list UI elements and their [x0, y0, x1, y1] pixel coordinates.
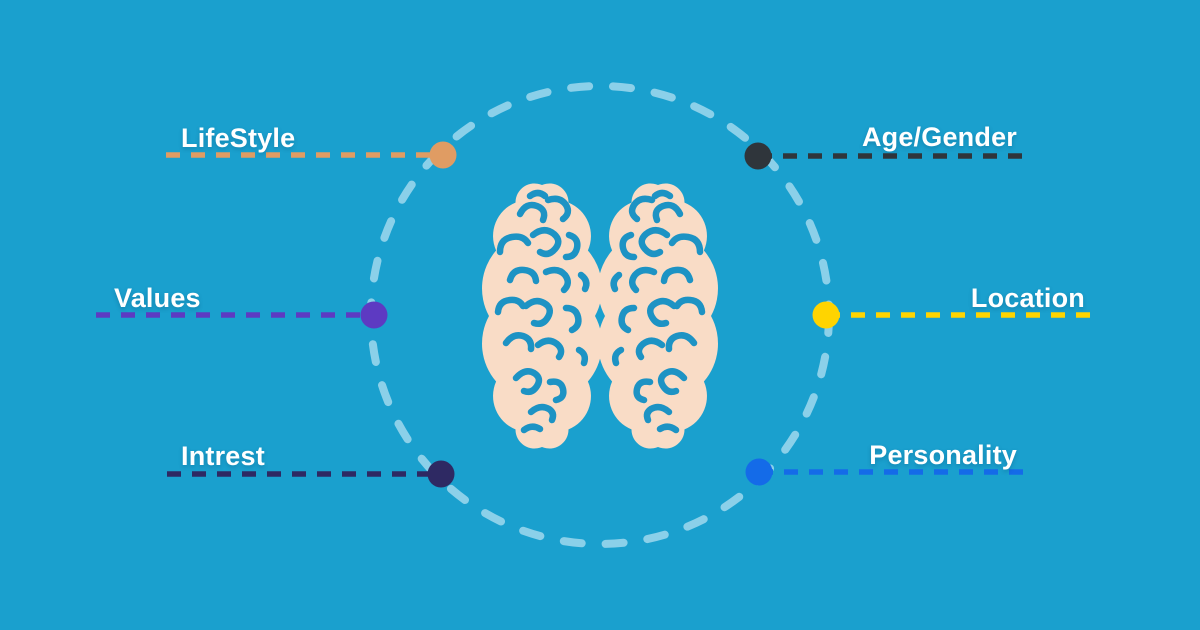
age-gender-label: Age/Gender [861, 122, 1017, 152]
intrest-dot [427, 460, 455, 488]
personality-dot [745, 458, 773, 486]
values-label: Values [114, 283, 201, 313]
values-dot [360, 301, 388, 329]
lifestyle-dot [429, 141, 457, 169]
brain-hemisphere-left [482, 183, 602, 449]
lifestyle-label: LifeStyle [181, 123, 296, 153]
location-label: Location [970, 283, 1085, 313]
brain-folds [494, 189, 590, 434]
brain-top-view-icon [482, 183, 718, 448]
age-gender-dot [744, 142, 772, 170]
personality-label: Personality [869, 440, 1017, 470]
location-dot [812, 301, 840, 329]
intrest-label: Intrest [181, 441, 265, 471]
brain-hemisphere-right [598, 183, 718, 448]
brain-hemisphere-shape [482, 183, 602, 449]
